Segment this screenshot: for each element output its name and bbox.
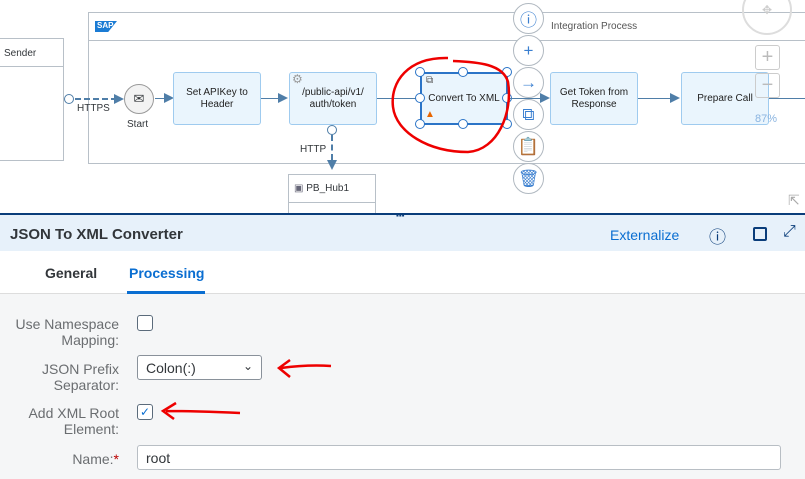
connector-handle[interactable]	[327, 125, 337, 135]
namespace-mapping-label: Use Namespace Mapping:	[15, 316, 120, 348]
sender-label: Sender	[0, 39, 63, 67]
zoom-in-button[interactable]: +	[755, 45, 780, 70]
expand-canvas-icon[interactable]: ⇱	[788, 192, 800, 208]
copy-icon: ⧉	[522, 104, 535, 124]
tab-general[interactable]: General	[45, 265, 98, 281]
name-input-value: root	[146, 450, 171, 466]
maximize-icon[interactable]: ⤢	[783, 223, 796, 240]
step-label: Set APIKey to Header	[186, 86, 248, 110]
copy-button[interactable]: ⧉	[513, 99, 544, 130]
receiver-icon: ▣	[294, 183, 307, 194]
prefix-separator-select[interactable]: Colon(:) ⌄	[137, 355, 262, 380]
zoom-level: 87%	[755, 113, 778, 125]
panel-title: JSON To XML Converter	[10, 226, 183, 243]
tab-processing[interactable]: Processing	[129, 265, 205, 281]
step-prepare-call[interactable]: Prepare Call	[681, 72, 769, 125]
name-label: Name:*	[72, 451, 119, 467]
step-get-token[interactable]: Get Token from Response	[550, 72, 638, 125]
name-input[interactable]: root	[137, 445, 781, 470]
red-annotation-arrow	[276, 358, 332, 378]
add-root-checkbox[interactable]: ✓	[137, 404, 153, 420]
process-title: Integration Process	[551, 21, 638, 32]
resize-handle[interactable]: ▪▪▪	[396, 211, 405, 220]
paste-button[interactable]: 📋	[513, 131, 544, 162]
converter-icon: ⧉	[426, 75, 434, 86]
properties-header: ▪▪▪ JSON To XML Converter Externalize ⓘ …	[0, 211, 805, 251]
sender-pool[interactable]: Sender	[0, 38, 64, 161]
step-label: Get Token from Response	[559, 86, 629, 110]
tab-bar: General Processing	[0, 251, 805, 294]
processing-form: Use Namespace Mapping: JSON Prefix Separ…	[0, 294, 805, 479]
add-root-label: Add XML Root Element:	[28, 405, 119, 437]
step-set-apikey[interactable]: Set APIKey to Header	[173, 72, 261, 125]
step-request-reply[interactable]: ⚙/public-api/v1/ auth/token	[289, 72, 377, 125]
plus-icon: +	[523, 40, 534, 60]
red-annotation-circle	[391, 56, 511, 154]
info-button[interactable]: ⓘ	[513, 3, 544, 34]
connector-handle[interactable]	[64, 94, 74, 104]
prefix-separator-label: JSON Prefix Separator:	[41, 361, 119, 393]
receiver-label: PB_Hub1	[306, 183, 350, 194]
step-label: Prepare Call	[697, 92, 753, 104]
gear-icon: ⚙	[292, 72, 303, 86]
integration-process-pool[interactable]: SAP Integration Process	[88, 12, 805, 164]
prefix-separator-value: Colon(:)	[146, 360, 196, 376]
arrow-right-icon: →	[520, 72, 537, 92]
https-connection[interactable]	[75, 98, 117, 100]
integration-flow-canvas[interactable]: Sender SAP Integration Process HTTPS ✉ S…	[0, 0, 805, 213]
step-label: Convert To XML	[428, 92, 500, 104]
add-button[interactable]: +	[513, 35, 544, 66]
sap-logo: SAP	[95, 21, 117, 32]
chevron-down-icon: ⌄	[242, 359, 253, 373]
connect-button[interactable]: →	[513, 67, 544, 98]
info-icon: ⓘ	[520, 11, 537, 30]
receiver-pb-hub1[interactable]: ▣ PB_Hub1	[288, 174, 376, 213]
warning-icon: ▲	[425, 109, 435, 120]
step-label: /public-api/v1/ auth/token	[302, 86, 364, 110]
required-asterisk: *	[113, 451, 119, 467]
red-annotation-arrow	[160, 401, 241, 421]
externalize-button[interactable]: Externalize	[610, 227, 680, 243]
http-label: HTTP	[300, 144, 327, 155]
minimize-icon[interactable]	[753, 227, 767, 241]
envelope-icon: ✉	[133, 91, 145, 106]
help-icon[interactable]: ⓘ	[709, 228, 726, 247]
delete-button[interactable]: 🗑	[513, 163, 544, 194]
trash-icon: 🗑	[517, 168, 540, 188]
paste-icon: 📋	[517, 136, 540, 156]
zoom-out-button[interactable]: −	[755, 73, 780, 98]
name-label-text: Name:	[72, 451, 114, 467]
https-label: HTTPS	[77, 103, 110, 114]
start-label: Start	[127, 119, 149, 130]
start-event[interactable]: ✉	[124, 84, 154, 114]
namespace-mapping-checkbox[interactable]	[137, 315, 153, 331]
